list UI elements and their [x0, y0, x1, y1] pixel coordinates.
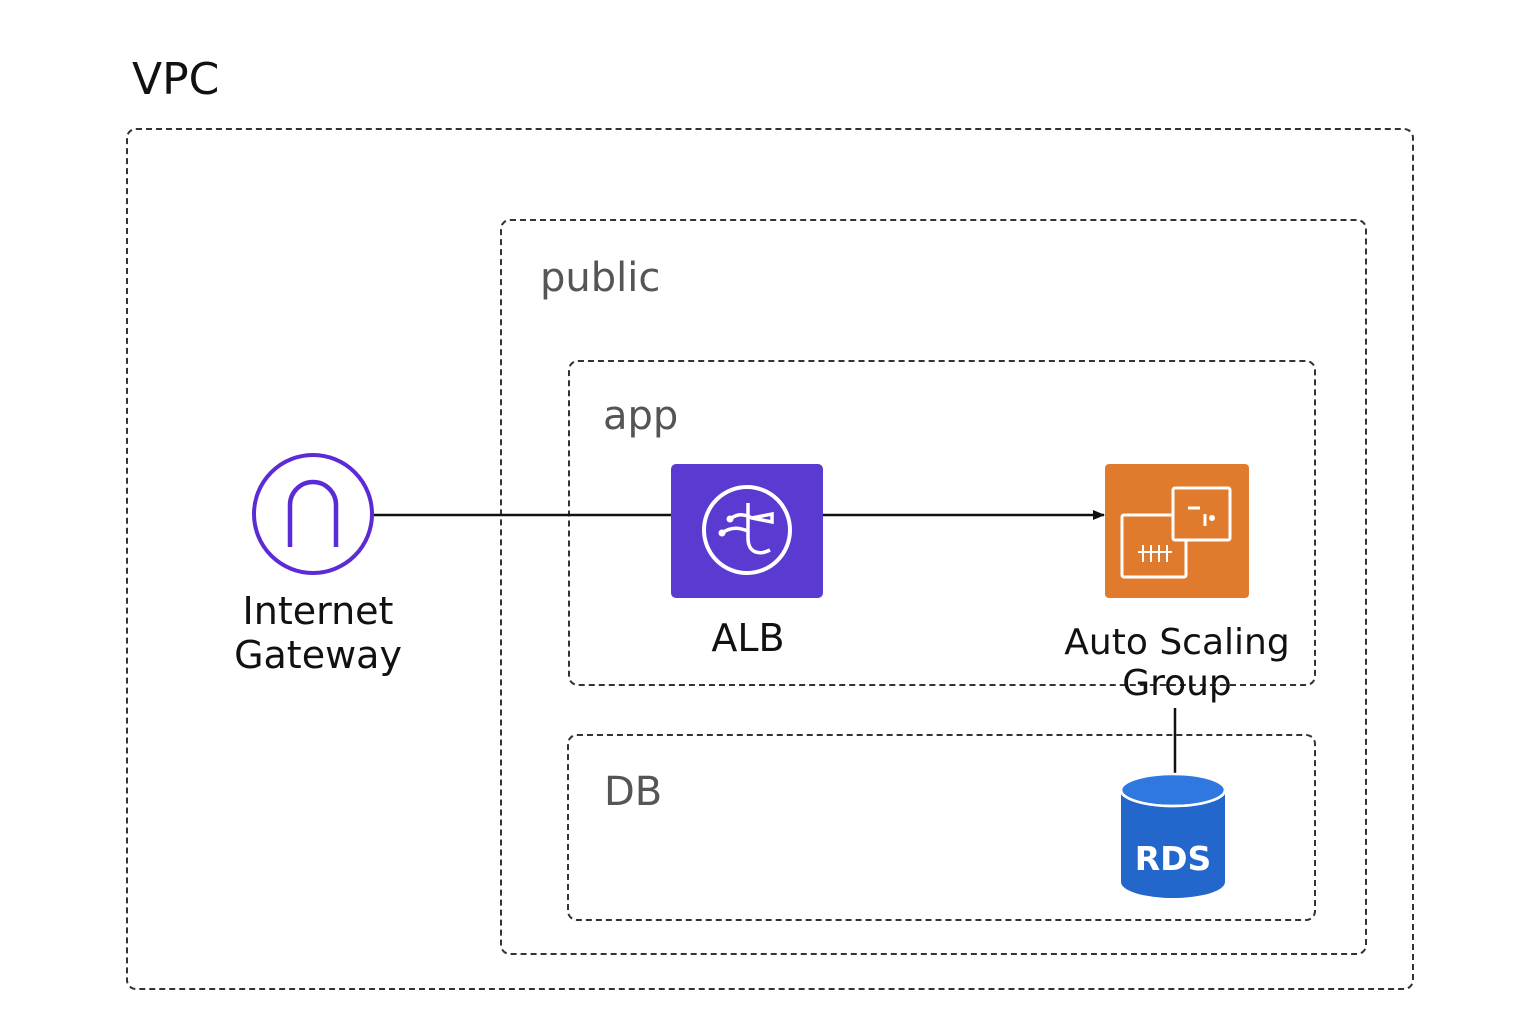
- alb-label: ALB: [711, 616, 785, 660]
- auto-scaling-group-icon: [1105, 464, 1249, 598]
- database-icon: [1119, 772, 1227, 898]
- db-subnet-boundary: [567, 734, 1316, 921]
- internet-gateway-label: Internet Gateway: [213, 589, 423, 677]
- asg-label-line1: Auto Scaling: [1064, 622, 1290, 663]
- asg-label-line2: Group: [1122, 663, 1232, 705]
- rds-label: RDS: [1134, 839, 1212, 878]
- asg-label: Auto Scaling Group: [1050, 622, 1304, 705]
- app-subnet-boundary: [568, 360, 1316, 686]
- vpc-boundary: [126, 128, 1414, 990]
- public-subnet-boundary: [500, 219, 1367, 955]
- internet-gateway-icon: [252, 453, 374, 575]
- internet-gateway-label-line1: Internet: [242, 589, 394, 633]
- vpc-title: VPC: [132, 54, 220, 105]
- app-subnet-label: app: [603, 393, 679, 439]
- internet-gateway-label-line2: Gateway: [234, 632, 402, 677]
- load-balancer-icon: [671, 464, 823, 598]
- db-subnet-label: DB: [604, 769, 663, 815]
- public-subnet-label: public: [540, 255, 661, 301]
